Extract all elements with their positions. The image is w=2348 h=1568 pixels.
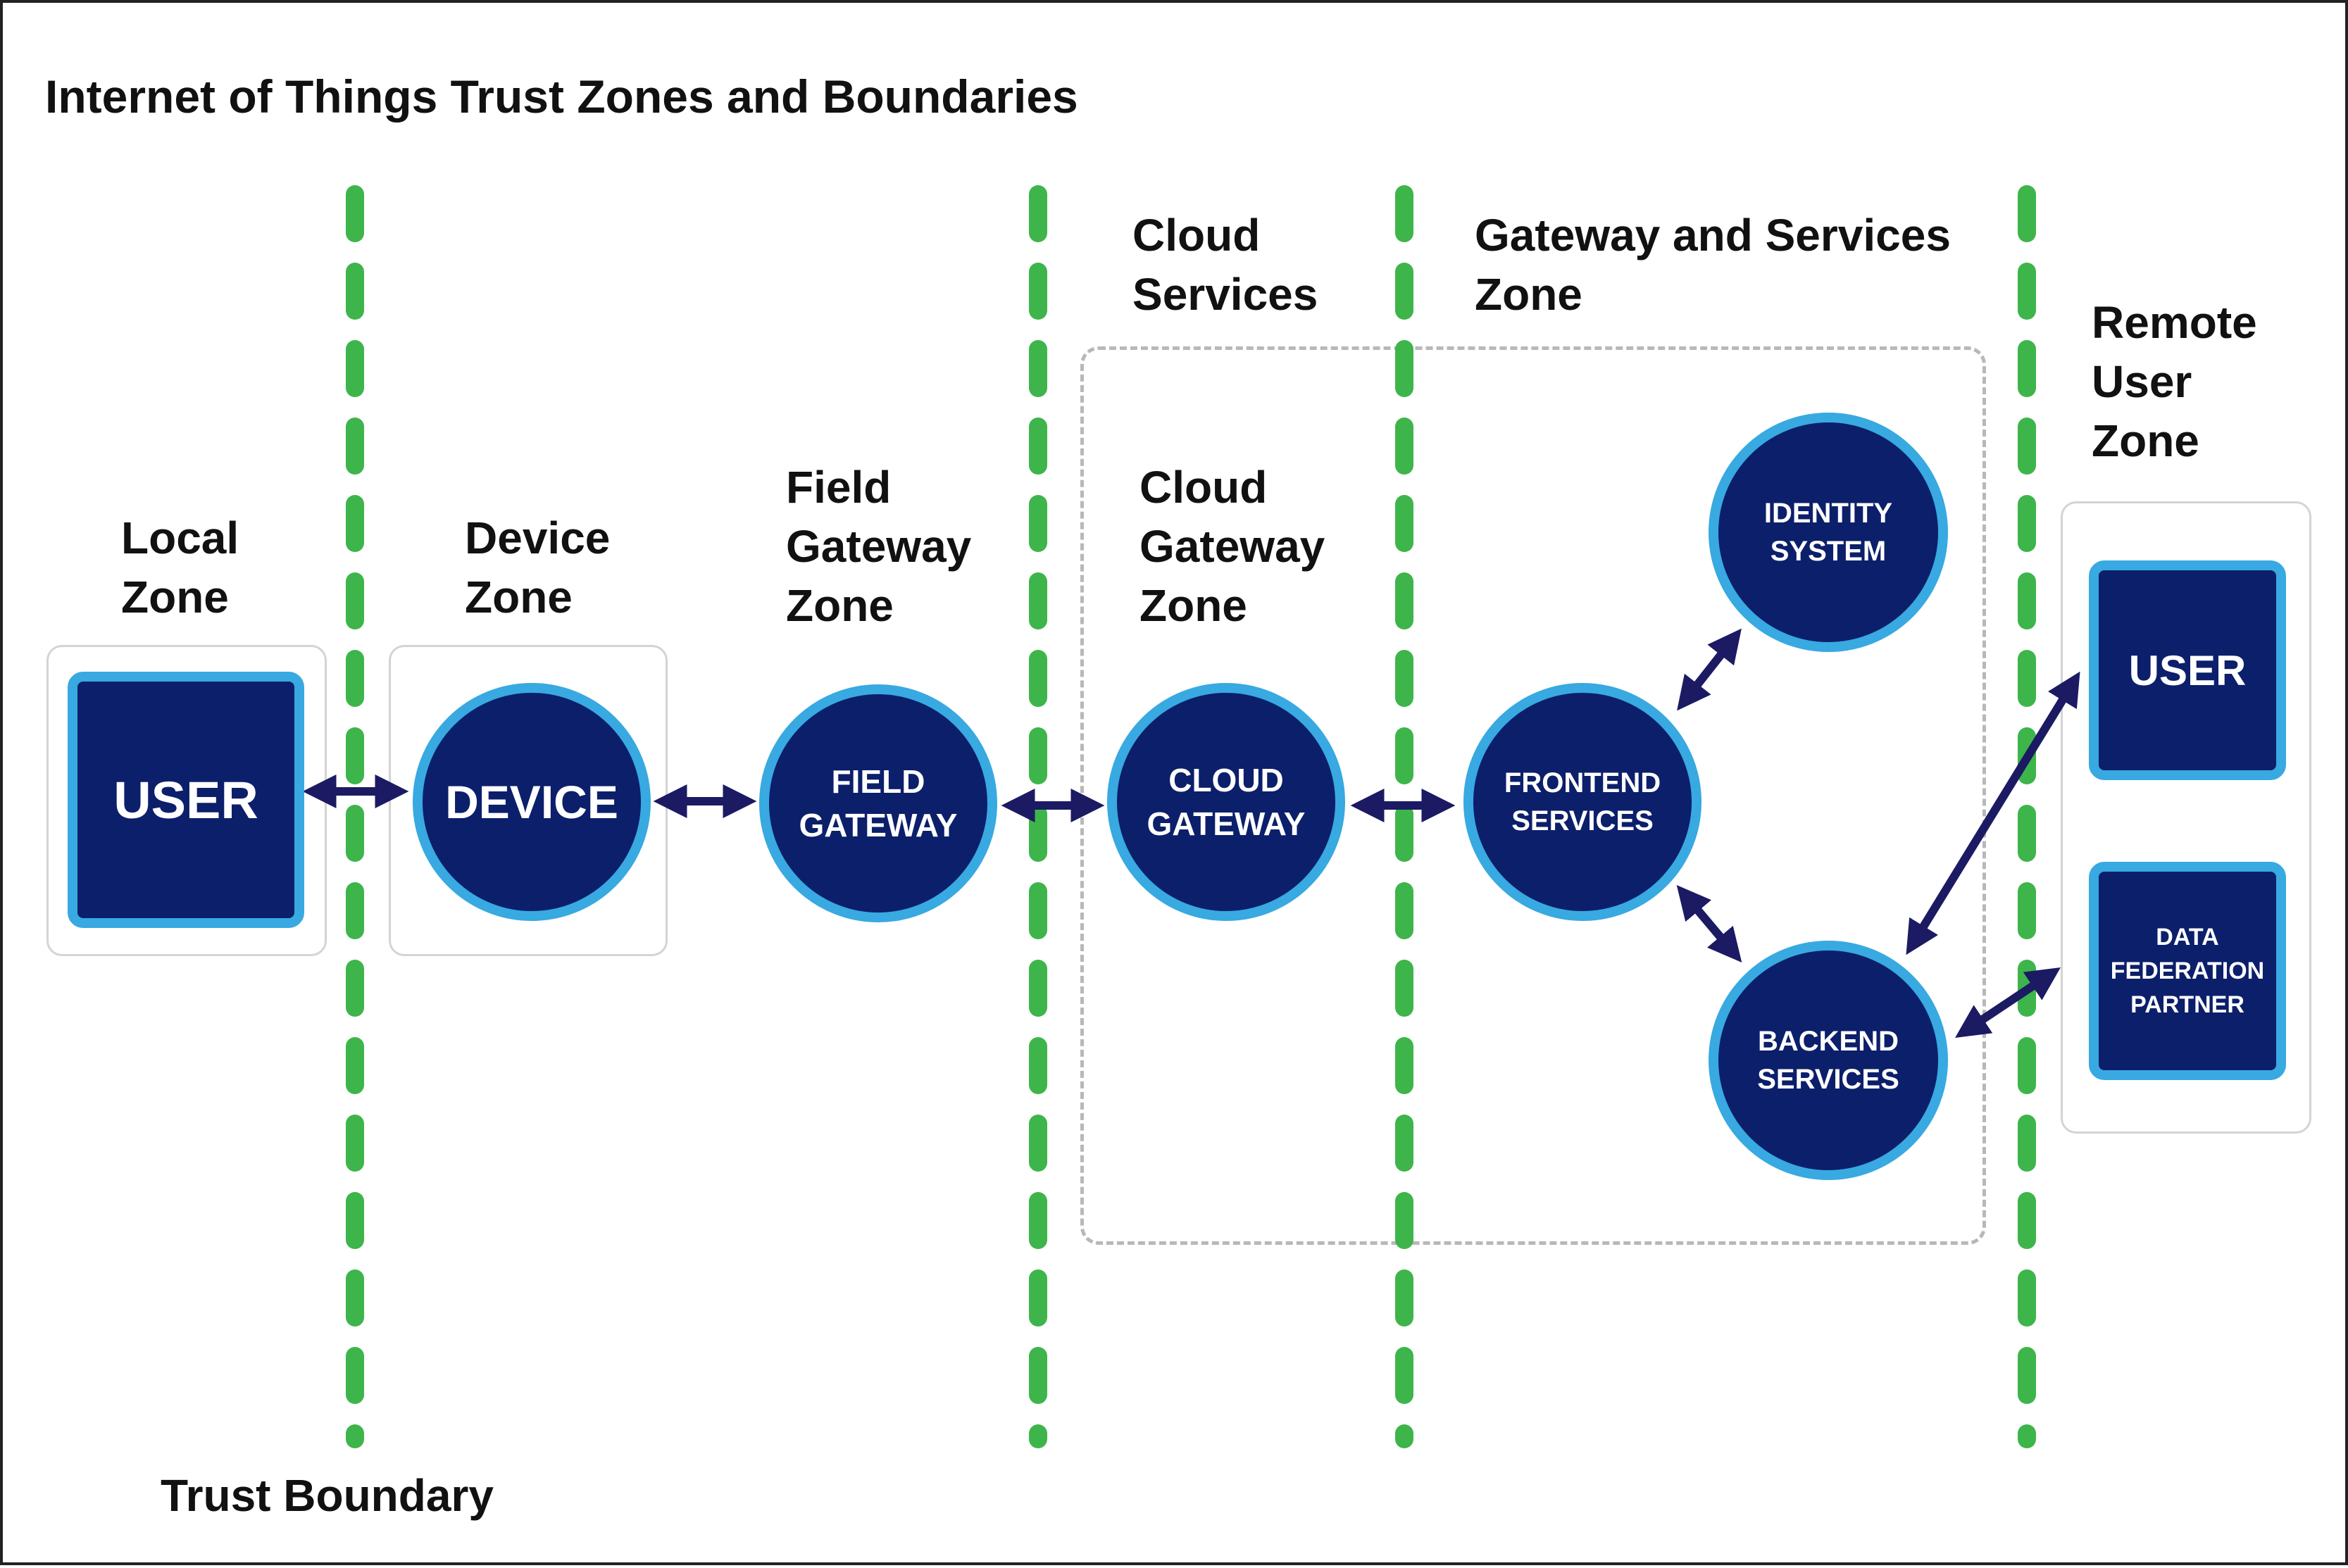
frontend-services-node: FRONTEND SERVICES <box>1463 683 1701 921</box>
field-gateway-node-label: FIELD GATEWAY <box>799 763 958 843</box>
device-node: DEVICE <box>413 683 651 921</box>
cloud-services-label: Cloud Services <box>1132 210 1318 320</box>
identity-system-node-label: IDENTITY SYSTEM <box>1763 498 1893 567</box>
local-user-node: USER <box>68 672 304 928</box>
cloud-gateway-node-label: CLOUD GATEWAY <box>1147 762 1306 842</box>
data-federation-partner-node-label: DATA FEDERATION PARTNER <box>2110 924 2265 1018</box>
backend-services-node: BACKEND SERVICES <box>1709 941 1948 1180</box>
remote-user-zone-label: Remote User Zone <box>2092 297 2257 466</box>
identity-system-node: IDENTITY SYSTEM <box>1709 413 1948 652</box>
arrow-frontend-identity <box>1677 628 1742 711</box>
gateway-services-zone-label: Gateway and Services Zone <box>1475 210 1951 320</box>
backend-services-node-label: BACKEND SERVICES <box>1757 1026 1899 1095</box>
cloud-gateway-zone-label: Cloud Gateway Zone <box>1139 462 1325 631</box>
device-zone-label: Device Zone <box>465 513 611 622</box>
field-gateway-zone-label: Field Gateway Zone <box>786 462 972 631</box>
remote-user-node: USER <box>2089 560 2286 780</box>
connections-layer <box>302 185 2080 1448</box>
remote-user-node-label: USER <box>2128 646 2247 694</box>
local-zone-label: Local Zone <box>121 513 239 622</box>
diagram-title: Internet of Things Trust Zones and Bound… <box>45 70 1078 123</box>
local-user-node-label: USER <box>113 770 258 829</box>
trust-boundary-label: Trust Boundary <box>161 1470 494 1521</box>
data-federation-partner-node: DATA FEDERATION PARTNER <box>2089 862 2286 1080</box>
frontend-services-node-label: FRONTEND SERVICES <box>1504 767 1661 836</box>
arrow-backend-remote-user <box>1906 671 2080 955</box>
arrow-frontend-backend <box>1676 884 1742 963</box>
field-gateway-node: FIELD GATEWAY <box>759 684 997 922</box>
device-node-label: DEVICE <box>445 776 618 828</box>
arrow-backend-data-federation <box>1955 967 2061 1038</box>
cloud-gateway-node: CLOUD GATEWAY <box>1107 683 1345 921</box>
